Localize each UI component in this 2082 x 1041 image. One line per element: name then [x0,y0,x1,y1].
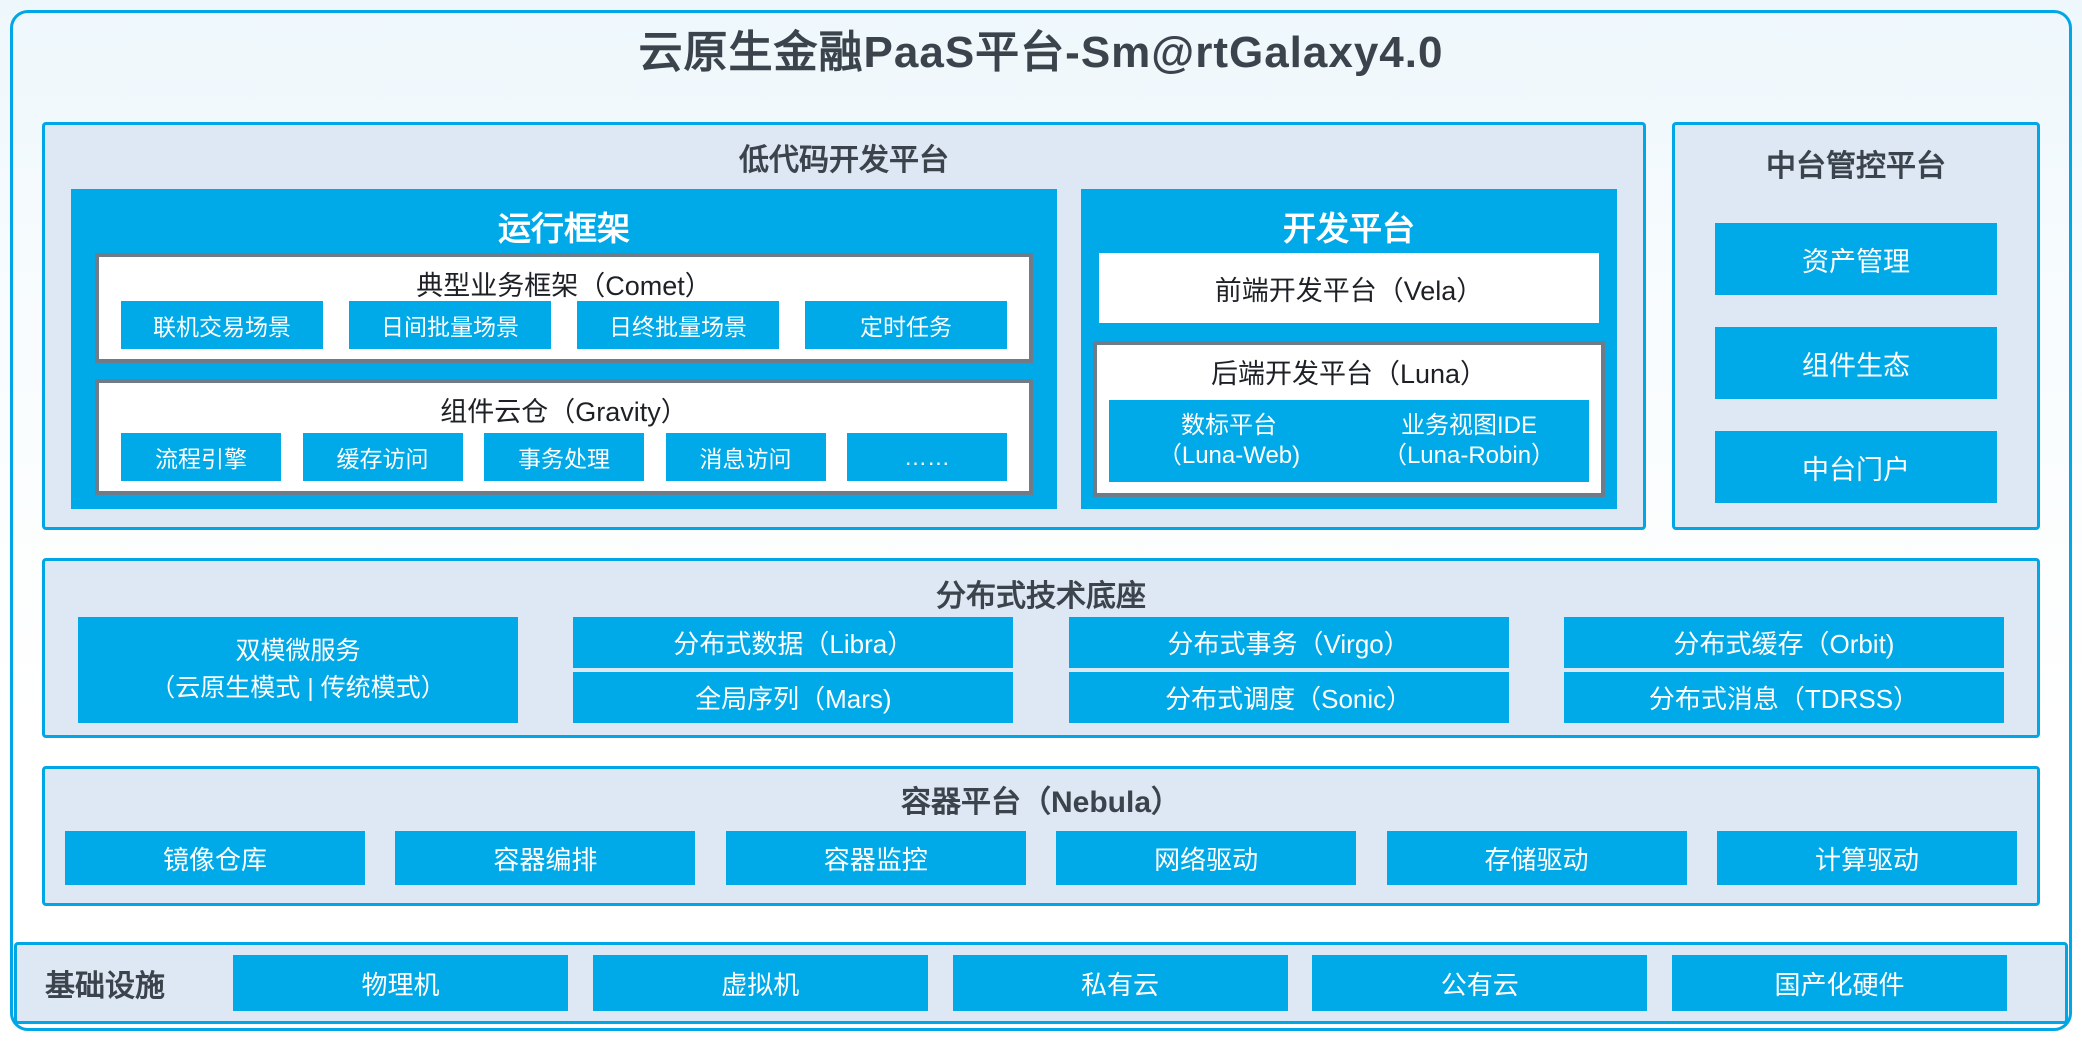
infra-chip-public-cloud: 公有云 [1312,955,1648,1011]
container-platform-title: 容器平台（Nebula） [900,786,1182,819]
distributed-grid: 双模微服务 （云原生模式 | 传统模式） 分布式数据（Libra） 全局序列（M… [78,617,2004,723]
gravity-chip-more: …… [847,433,1007,481]
dual-mode-line1: 双模微服务 [235,636,361,665]
dual-mode-line2: （云原生模式 | 传统模式） [150,674,446,702]
nebula-chip-storage-driver: 存储驱动 [1386,831,1687,885]
infrastructure-label: 基础设施 [45,970,165,1003]
page-title: 云原生金融PaaS平台-Sm@rtGalaxy4.0 [638,28,1444,77]
gravity-chip-row: 流程引擎 缓存访问 事务处理 消息访问 …… [121,433,1007,481]
nebula-chip-compute-driver: 计算驱动 [1716,831,2017,885]
midplatform-title: 中台管控平台 [1766,150,1946,183]
comet-framework-title: 典型业务框架（Comet） [416,271,712,301]
luna-robin-chip-name: 业务视图IDE [1400,412,1537,439]
gravity-warehouse-title: 组件云仓（Gravity） [440,397,688,427]
dual-mode-microservice-box: 双模微服务 （云原生模式 | 传统模式） [78,617,518,723]
comet-chip-daytime-batch: 日间批量场景 [349,301,551,349]
gravity-chip-cache-access: 缓存访问 [302,433,463,481]
comet-framework-box: 典型业务框架（Comet） 联机交易场景 日间批量场景 日终批量场景 定时任务 [95,253,1033,363]
luna-web-chip: 数标平台 （Luna-Web) [1109,400,1349,482]
distributed-base-section: 分布式技术底座 双模微服务 （云原生模式 | 传统模式） 分布式数据（Libra… [42,558,2040,738]
gravity-chip-message-access: 消息访问 [665,433,826,481]
global-sequence-mars: 全局序列（Mars) [573,672,1014,723]
gravity-warehouse-box: 组件云仓（Gravity） 流程引擎 缓存访问 事务处理 消息访问 …… [95,379,1033,495]
luna-web-chip-name: 数标平台 [1181,412,1277,439]
nebula-chip-image-registry: 镜像仓库 [65,831,365,885]
distributed-column-3: 分布式缓存（Orbit) 分布式消息（TDRSS） [1563,617,2004,723]
midplatform-section: 中台管控平台 资产管理 组件生态 中台门户 [1672,122,2040,530]
infra-chip-private-cloud: 私有云 [952,955,1288,1011]
luna-backend-box: 后端开发平台（Luna） 数标平台 （Luna-Web) 业务视图IDE （Lu… [1093,341,1605,497]
midplatform-chip-column: 资产管理 组件生态 中台门户 [1675,223,2037,503]
lowcode-platform-title: 低代码开发平台 [739,144,949,177]
distributed-scheduling-sonic: 分布式调度（Sonic） [1068,672,1509,723]
runtime-framework-panel: 运行框架 典型业务框架（Comet） 联机交易场景 日间批量场景 日终批量场景 … [71,189,1057,509]
distributed-transaction-virgo: 分布式事务（Virgo） [1068,617,1509,668]
vela-frontend-box: 前端开发平台（Vela） [1099,253,1599,323]
luna-robin-chip-code: （Luna-Robin） [1382,442,1556,469]
comet-chip-online-trading: 联机交易场景 [121,301,323,349]
container-platform-section: 容器平台（Nebula） 镜像仓库 容器编排 容器监控 网络驱动 存储驱动 计算… [42,766,2040,906]
nebula-chip-orchestration: 容器编排 [395,831,696,885]
distributed-message-tdrss: 分布式消息（TDRSS） [1563,672,2004,723]
distributed-column-1: 分布式数据（Libra） 全局序列（Mars) [573,617,1014,723]
distributed-cache-orbit: 分布式缓存（Orbit) [1563,617,2004,668]
midplatform-chip-portal: 中台门户 [1715,431,1997,503]
container-chip-row: 镜像仓库 容器编排 容器监控 网络驱动 存储驱动 计算驱动 [65,831,2017,885]
infra-chip-virtual-machine: 虚拟机 [592,955,928,1011]
comet-chip-row: 联机交易场景 日间批量场景 日终批量场景 定时任务 [121,301,1007,349]
midplatform-chip-component-ecosystem: 组件生态 [1715,327,1997,399]
dev-platform-panel: 开发平台 前端开发平台（Vela） 后端开发平台（Luna） 数标平台 （Lun… [1081,189,1617,509]
nebula-chip-monitoring: 容器监控 [725,831,1026,885]
luna-chip-row: 数标平台 （Luna-Web) 业务视图IDE （Luna-Robin） [1109,400,1589,482]
infrastructure-section: 基础设施 物理机 虚拟机 私有云 公有云 国产化硬件 [14,942,2068,1024]
comet-chip-eod-batch: 日终批量场景 [577,301,779,349]
infra-chip-physical-machine: 物理机 [233,955,568,1011]
gravity-chip-transaction-processing: 事务处理 [484,433,644,481]
midplatform-chip-asset-management: 资产管理 [1715,223,1997,295]
luna-web-chip-code: （Luna-Web) [1157,442,1301,469]
comet-chip-scheduled-task: 定时任务 [805,301,1007,349]
infrastructure-chip-row: 物理机 虚拟机 私有云 公有云 国产化硬件 [233,955,2037,1011]
gravity-chip-process-engine: 流程引擎 [121,433,281,481]
nebula-chip-network-driver: 网络驱动 [1056,831,1357,885]
luna-backend-title: 后端开发平台（Luna） [1210,359,1488,389]
lowcode-platform-section: 低代码开发平台 运行框架 典型业务框架（Comet） 联机交易场景 日间批量场景… [42,122,1646,530]
dev-platform-title: 开发平台 [1283,210,1415,247]
distributed-data-libra: 分布式数据（Libra） [573,617,1014,668]
infra-chip-domestic-hardware: 国产化硬件 [1672,955,2007,1011]
runtime-framework-title: 运行框架 [498,210,630,247]
luna-robin-chip: 业务视图IDE （Luna-Robin） [1349,400,1589,482]
distributed-base-title: 分布式技术底座 [936,580,1146,613]
distributed-column-2: 分布式事务（Virgo） 分布式调度（Sonic） [1068,617,1509,723]
